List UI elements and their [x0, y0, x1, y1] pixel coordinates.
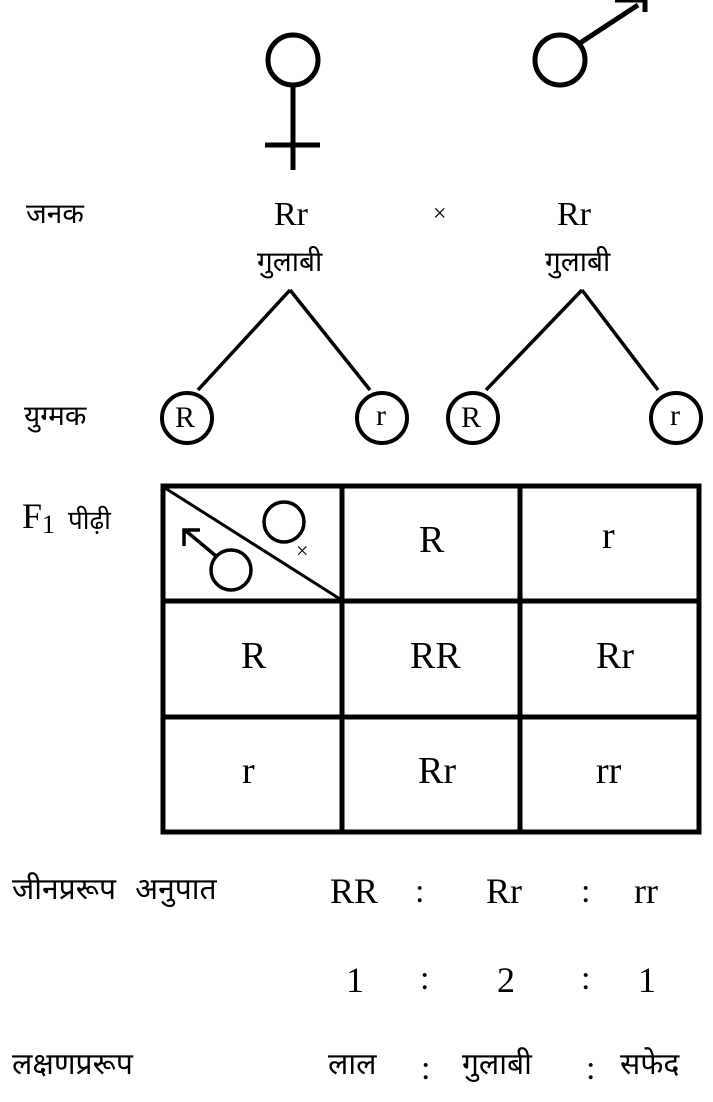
gametes-label: युग्मक	[24, 399, 87, 432]
male-genotype: Rr	[557, 196, 591, 233]
corner-male-symbol-icon	[182, 528, 253, 592]
genotype-value-2: 2	[497, 960, 515, 1000]
f1-label-main: F	[22, 496, 43, 536]
gamete-circle-female-R	[160, 391, 214, 445]
cell-RR: RR	[410, 635, 461, 677]
genotype-value-3: 1	[638, 960, 656, 1000]
gamete-male-r: r	[670, 399, 680, 432]
phenotype-red: लाल	[328, 1047, 377, 1082]
f1-label-sub: 1	[42, 510, 55, 539]
cross-symbol: ×	[433, 201, 447, 227]
punnett-grid	[160, 483, 702, 835]
branch-line-male-right	[580, 288, 660, 392]
genotype-Rr: Rr	[486, 871, 522, 911]
corner-female-symbol-icon	[262, 500, 306, 544]
female-phenotype: गुलाबी	[257, 245, 323, 278]
male-phenotype: गुलाबी	[545, 245, 611, 278]
cell-rr: rr	[596, 750, 622, 792]
gamete-female-r: r	[376, 399, 386, 432]
gamete-female-R: R	[175, 401, 196, 434]
f1-label-text: पीढ़ी	[68, 506, 111, 536]
male-symbol-icon	[532, 0, 648, 88]
cell-Rr-bottom: Rr	[418, 750, 456, 792]
row-header-R: R	[241, 635, 267, 677]
value-sep-1: :	[420, 960, 430, 997]
genotype-value-1: 1	[346, 960, 364, 1000]
gamete-circle-female-r	[355, 391, 409, 445]
phenotype-sep-1: :	[421, 1050, 431, 1087]
cell-Rr-top: Rr	[596, 635, 634, 677]
genotype-ratio-label: जीनप्ररूप अनुपात	[12, 872, 217, 907]
gamete-circle-male-R	[446, 391, 500, 445]
phenotype-ratio-label: लक्षणप्ररूप	[12, 1047, 133, 1082]
genotype-sep-1: :	[415, 873, 425, 910]
gamete-circle-male-r	[649, 391, 703, 445]
column-header-R: R	[419, 519, 445, 561]
branch-line-female-left	[196, 288, 292, 392]
branch-line-female-right	[288, 288, 372, 392]
genotype-RR: RR	[330, 871, 379, 911]
parents-label: जनक	[26, 197, 84, 230]
phenotype-sep-2: :	[586, 1050, 596, 1087]
phenotype-pink: गुलाबी	[462, 1047, 532, 1082]
female-genotype: Rr	[274, 196, 308, 233]
genotype-rr: rr	[634, 871, 658, 911]
column-header-r: r	[602, 515, 615, 557]
corner-cross-mark: ×	[296, 538, 309, 563]
genotype-sep-2: :	[581, 873, 591, 910]
branch-line-male-left	[484, 288, 584, 392]
female-symbol-icon	[265, 32, 321, 170]
row-header-r: r	[242, 750, 255, 792]
corner-diagonal	[164, 486, 341, 601]
value-sep-2: :	[581, 960, 591, 997]
phenotype-white: सफेद	[620, 1047, 680, 1082]
gamete-male-R: R	[461, 401, 482, 434]
